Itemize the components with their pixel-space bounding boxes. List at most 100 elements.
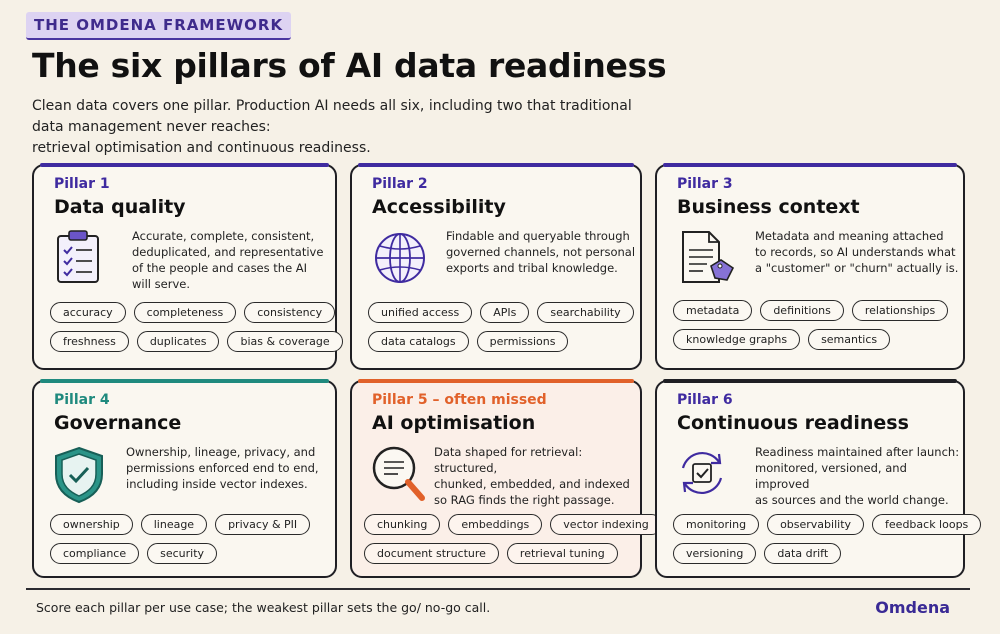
refresh-check-icon (673, 444, 731, 502)
tag: accuracy (50, 302, 126, 323)
tag: retrieval tuning (506, 543, 618, 564)
desc-line: Readiness maintained after launch: (755, 445, 960, 459)
tag: permissions (476, 331, 569, 352)
pillar-label: Pillar 5 – often missed (372, 392, 547, 408)
pillar-description: Metadata and meaning attached to records… (755, 228, 958, 276)
tag: embeddings (448, 514, 543, 535)
tag: completeness (133, 302, 237, 323)
desc-line: to records, so AI understands what (755, 245, 956, 259)
desc-line: Ownership, lineage, privacy, and (126, 445, 316, 459)
tagged-document-icon (673, 228, 735, 286)
desc-line: so RAG finds the right passage. (434, 493, 615, 507)
tag: metadata (673, 300, 753, 321)
tag-list: unified access APIs searchability data c… (368, 302, 634, 360)
page-title: The six pillars of AI data readiness (32, 46, 667, 85)
tag: data catalogs (368, 331, 469, 352)
globe-icon (368, 228, 426, 286)
intro-text: Clean data covers one pillar. Production… (32, 96, 672, 159)
tag: searchability (537, 302, 634, 323)
pillar-card-business-context: Pillar 3 Business context Metadata and m… (655, 163, 965, 370)
desc-line: chunked, embedded, and indexed (434, 477, 630, 491)
pillar-title: AI optimisation (372, 412, 536, 434)
tag-list: chunking embeddings vector indexing docu… (364, 514, 662, 572)
shield-check-icon (50, 444, 108, 504)
desc-line: including inside vector indexes. (126, 477, 308, 491)
desc-line: deduplicated, and representative (132, 245, 324, 259)
tag: versioning (673, 543, 757, 564)
desc-line: permissions enforced end to end, (126, 461, 319, 475)
tag: lineage (140, 514, 208, 535)
pillar-description: Readiness maintained after launch: monit… (755, 444, 963, 508)
pillar-description: Findable and queryable through governed … (446, 228, 635, 276)
tag: APIs (480, 302, 530, 323)
tag: consistency (244, 302, 336, 323)
tag-list: monitoring observability feedback loops … (673, 514, 982, 572)
desc-line: as sources and the world change. (755, 493, 949, 507)
tag: knowledge graphs (673, 329, 801, 350)
tag: vector indexing (550, 514, 662, 535)
pillar-title: Governance (54, 412, 182, 434)
tag: unified access (368, 302, 473, 323)
tag: security (147, 543, 218, 564)
intro-line: data management never reaches: (32, 119, 271, 135)
clipboard-checklist-icon (50, 228, 108, 286)
tag: relationships (851, 300, 949, 321)
pillar-label: Pillar 3 (677, 176, 733, 192)
desc-line: Data shaped for retrieval: structured, (434, 445, 583, 475)
tag: ownership (50, 514, 133, 535)
pillar-label: Pillar 6 (677, 392, 733, 408)
desc-line: monitored, versioned, and improved (755, 461, 907, 491)
card-accent-line (663, 379, 957, 383)
tag-list: ownership lineage privacy & PII complian… (50, 514, 325, 572)
desc-line: a "customer" or "churn" actually is. (755, 261, 959, 275)
pillar-description: Data shaped for retrieval: structured, c… (434, 444, 640, 508)
pillar-title: Data quality (54, 196, 186, 218)
pillar-title: Accessibility (372, 196, 506, 218)
pillar-title: Business context (677, 196, 860, 218)
pillar-card-accessibility: Pillar 2 Accessibility Findable and quer… (350, 163, 642, 370)
desc-line: will serve. (132, 277, 190, 291)
pillar-label: Pillar 2 (372, 176, 428, 192)
intro-line: Clean data covers one pillar. Production… (32, 98, 632, 114)
tag: observability (767, 514, 865, 535)
desc-line: Metadata and meaning attached (755, 229, 944, 243)
desc-line: governed channels, not personal (446, 245, 636, 259)
card-accent-line (663, 163, 957, 167)
intro-line: retrieval optimisation and continuous re… (32, 140, 371, 156)
pillar-label: Pillar 1 (54, 176, 110, 192)
desc-line: of the people and cases the AI (132, 261, 308, 275)
pillar-description: Accurate, complete, consistent, deduplic… (132, 228, 323, 292)
pillar-card-ai-optimisation: Pillar 5 – often missed AI optimisation … (350, 379, 662, 578)
card-accent-line (358, 379, 634, 383)
card-accent-line (40, 379, 329, 383)
pillar-label: Pillar 4 (54, 392, 110, 408)
tag: data drift (764, 543, 842, 564)
pillar-card-continuous-readiness: Pillar 6 Continuous readiness Readiness … (655, 379, 982, 578)
card-accent-line (358, 163, 634, 167)
tag-list: metadata definitions relationships knowl… (673, 300, 953, 358)
magnifier-document-icon (368, 444, 426, 502)
tag: definitions (760, 300, 844, 321)
pillar-card-governance: Pillar 4 Governance Ownership, lineage, … (32, 379, 337, 578)
pillar-description: Ownership, lineage, privacy, and permiss… (126, 444, 319, 492)
desc-line: Accurate, complete, consistent, (132, 229, 315, 243)
footer-divider (26, 588, 970, 590)
tag: bias & coverage (227, 331, 343, 352)
tag: monitoring (673, 514, 760, 535)
pillar-card-data-quality: Pillar 1 Data quality Accurate, complete… (32, 163, 343, 370)
tag: duplicates (136, 331, 220, 352)
tag: privacy & PII (215, 514, 311, 535)
tag-list: accuracy completeness consistency freshn… (50, 302, 343, 360)
framework-kicker: THE OMDENA FRAMEWORK (26, 12, 292, 40)
desc-line: exports and tribal knowledge. (446, 261, 618, 275)
tag: chunking (364, 514, 441, 535)
card-accent-line (40, 163, 329, 167)
desc-line: Findable and queryable through (446, 229, 630, 243)
pillar-title: Continuous readiness (677, 412, 909, 434)
footer-note: Score each pillar per use case; the weak… (36, 600, 491, 615)
tag: document structure (364, 543, 499, 564)
brand-logo-text: Omdena (875, 598, 950, 617)
tag: semantics (808, 329, 891, 350)
tag: compliance (50, 543, 140, 564)
tag: feedback loops (872, 514, 982, 535)
